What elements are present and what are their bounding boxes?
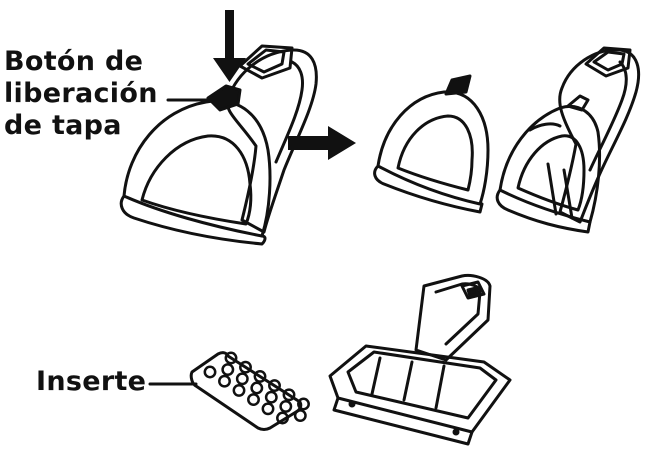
insert-hole	[221, 363, 235, 377]
insert-hole	[232, 383, 246, 397]
insert-hole	[264, 390, 278, 404]
insert-hole	[268, 379, 281, 393]
insert-hole	[247, 393, 260, 407]
arrow-right-icon	[288, 126, 356, 160]
insert-hole	[282, 388, 296, 402]
insert-hole	[253, 369, 267, 383]
insert-hole	[203, 365, 217, 379]
insert-hole	[293, 409, 307, 423]
insert-hole	[276, 411, 289, 425]
insert-hole	[239, 360, 252, 374]
tool-assembled	[119, 44, 318, 246]
release-button	[206, 84, 242, 112]
insert-label: Inserte	[36, 366, 147, 397]
insert-hole	[297, 397, 310, 411]
base-tray	[328, 274, 512, 446]
base-opened	[495, 46, 641, 234]
insert-hole	[250, 381, 264, 395]
insert-hole	[279, 399, 293, 413]
insert-hole	[261, 402, 275, 416]
release-button-label: Botón de liberación de tapa	[4, 46, 158, 141]
insert-hole	[224, 351, 238, 365]
insert-hole	[235, 372, 249, 386]
cover-detached	[373, 74, 490, 214]
insert-holes	[203, 351, 310, 425]
insert-hole	[218, 374, 231, 388]
arrow-down-icon	[213, 10, 246, 82]
